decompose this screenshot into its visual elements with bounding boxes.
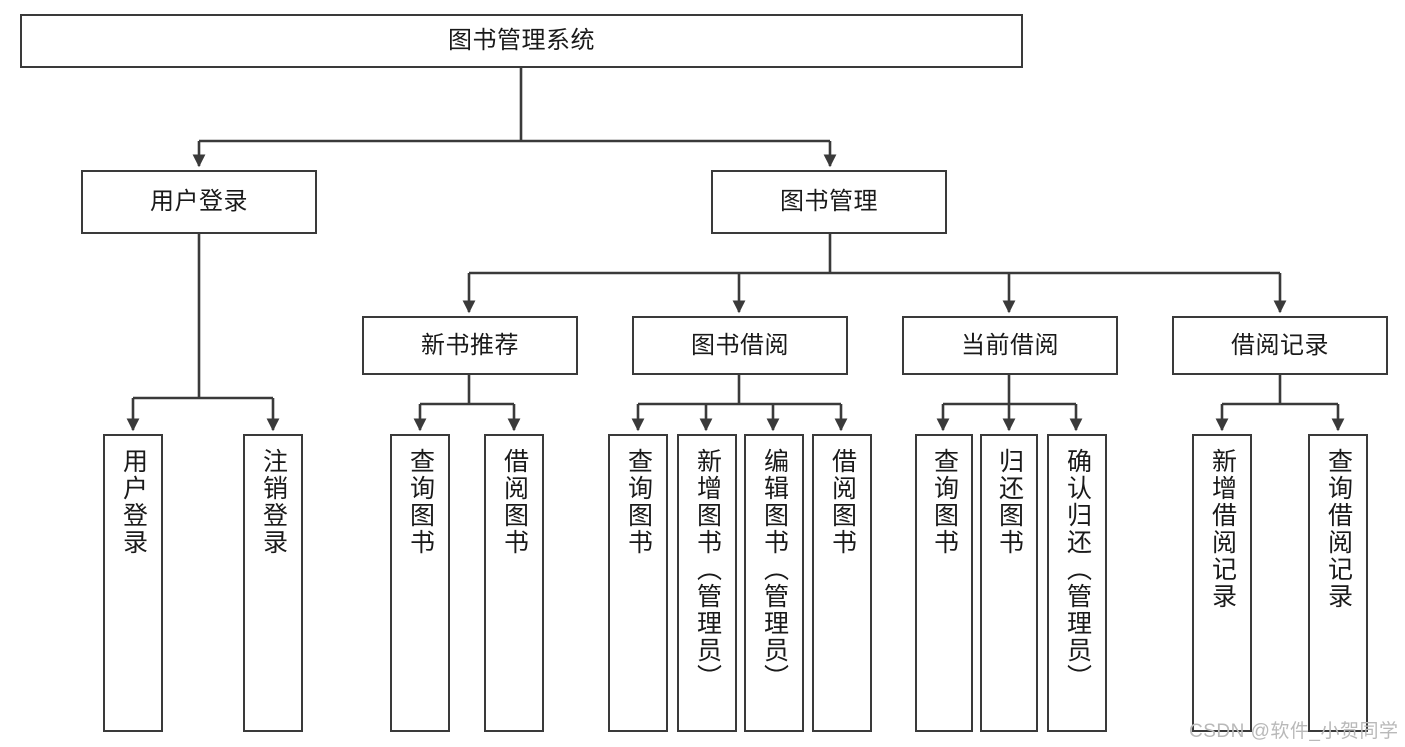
node-book-manage-label: 图书管理 xyxy=(780,188,878,216)
node-new-book-recommend[interactable]: 新书推荐 xyxy=(362,316,578,375)
leaf-add-book-label: 新增图书（管理员） xyxy=(693,448,722,691)
leaf-logout[interactable]: 注销登录 xyxy=(243,434,303,732)
leaf-borrow-book[interactable]: 借阅图书 xyxy=(812,434,872,732)
leaf-confirm-return[interactable]: 确认归还（管理员） xyxy=(1047,434,1107,732)
node-current-borrow[interactable]: 当前借阅 xyxy=(902,316,1118,375)
leaf-borrow-book-recommend-label: 借阅图书 xyxy=(500,448,529,556)
leaf-query-book-recommend[interactable]: 查询图书 xyxy=(390,434,450,732)
node-book-borrow-label: 图书借阅 xyxy=(691,331,789,359)
leaf-return-book-label: 归还图书 xyxy=(995,448,1024,556)
leaf-confirm-return-label: 确认归还（管理员） xyxy=(1063,448,1092,691)
node-new-book-recommend-label: 新书推荐 xyxy=(421,331,519,359)
leaf-edit-book[interactable]: 编辑图书（管理员） xyxy=(744,434,804,732)
leaf-user-login[interactable]: 用户登录 xyxy=(103,434,163,732)
leaf-add-book[interactable]: 新增图书（管理员） xyxy=(677,434,737,732)
leaf-query-book-current-label: 查询图书 xyxy=(930,448,959,556)
leaf-user-login-label: 用户登录 xyxy=(119,448,148,556)
leaf-query-book-current[interactable]: 查询图书 xyxy=(915,434,973,732)
node-root-label: 图书管理系统 xyxy=(448,27,595,55)
node-user-login[interactable]: 用户登录 xyxy=(81,170,317,234)
leaf-logout-label: 注销登录 xyxy=(259,448,288,556)
leaf-add-borrow-record-label: 新增借阅记录 xyxy=(1208,448,1237,610)
node-root[interactable]: 图书管理系统 xyxy=(20,14,1023,68)
node-current-borrow-label: 当前借阅 xyxy=(961,331,1059,359)
leaf-query-borrow-record[interactable]: 查询借阅记录 xyxy=(1308,434,1368,732)
node-borrow-record-label: 借阅记录 xyxy=(1231,331,1329,359)
leaf-query-book-borrow[interactable]: 查询图书 xyxy=(608,434,668,732)
leaf-borrow-book-recommend[interactable]: 借阅图书 xyxy=(484,434,544,732)
node-borrow-record[interactable]: 借阅记录 xyxy=(1172,316,1388,375)
leaf-borrow-book-label: 借阅图书 xyxy=(828,448,857,556)
leaf-add-borrow-record[interactable]: 新增借阅记录 xyxy=(1192,434,1252,732)
leaf-query-borrow-record-label: 查询借阅记录 xyxy=(1324,448,1353,610)
node-user-login-label: 用户登录 xyxy=(150,188,248,216)
leaf-query-book-borrow-label: 查询图书 xyxy=(624,448,653,556)
leaf-return-book[interactable]: 归还图书 xyxy=(980,434,1038,732)
csdn-watermark: CSDN @软件_小贺同学 xyxy=(1189,721,1399,742)
node-book-manage[interactable]: 图书管理 xyxy=(711,170,947,234)
leaf-query-book-recommend-label: 查询图书 xyxy=(406,448,435,556)
leaf-edit-book-label: 编辑图书（管理员） xyxy=(760,448,789,691)
node-book-borrow[interactable]: 图书借阅 xyxy=(632,316,848,375)
